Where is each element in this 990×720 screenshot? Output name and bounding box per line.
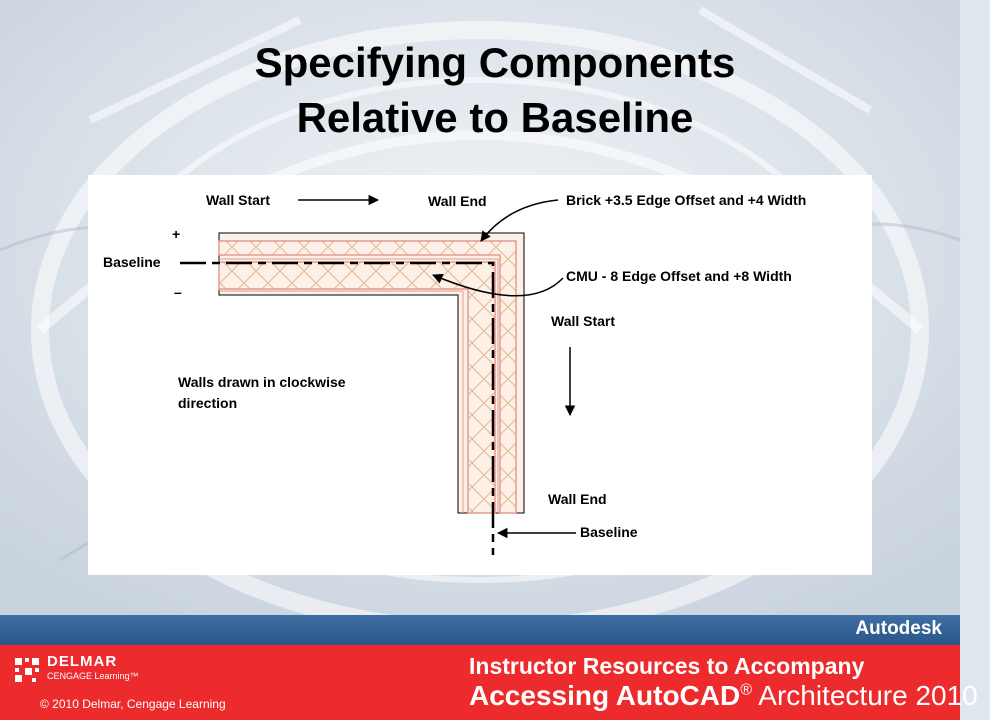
publisher-name: DELMAR — [47, 653, 118, 670]
walls-note-line1: Walls drawn in clockwise — [178, 374, 346, 390]
book-title-bold: Accessing AutoCAD — [469, 680, 741, 711]
delmar-logo-icon — [15, 658, 39, 682]
baseline-left-label: Baseline — [103, 254, 161, 270]
slide-title-line1: Specifying Components — [254, 39, 736, 86]
wall-baseline-diagram: Wall Start Wall End Brick +3.5 Edge Offs… — [88, 175, 872, 575]
minus-sign: – — [174, 284, 182, 300]
book-title-line1: Instructor Resources to Accompany — [469, 653, 865, 679]
wall-end-top-label: Wall End — [428, 193, 487, 209]
book-title-line2: Accessing AutoCAD® Architecture 2010 — [469, 680, 978, 712]
walls-note-line2: direction — [178, 395, 237, 411]
cmu-leader-arrow — [432, 273, 564, 297]
brick-layer — [218, 240, 517, 514]
footer-brand-bar — [0, 615, 960, 645]
autodesk-logo: Autodesk — [855, 618, 942, 639]
baseline-line — [180, 261, 495, 555]
wall-start-right-label: Wall Start — [551, 313, 615, 329]
plus-sign: + — [172, 226, 180, 242]
copyright-text: © 2010 Delmar, Cengage Learning — [40, 697, 226, 711]
slide-title-line2: Relative to Baseline — [296, 94, 694, 141]
book-title-rest: Architecture 2010 — [752, 680, 978, 711]
wall-start-top-label: Wall Start — [206, 192, 270, 208]
wall-end-bottom-label: Wall End — [548, 491, 607, 507]
footer-bar — [0, 645, 960, 720]
registered-mark: ® — [740, 681, 753, 699]
publisher-subtitle: CENGAGE Learning™ — [47, 671, 139, 681]
brick-leader-arrow — [480, 199, 559, 242]
brick-note-label: Brick +3.5 Edge Offset and +4 Width — [566, 192, 806, 208]
baseline-bottom-label: Baseline — [580, 524, 638, 540]
cmu-note-label: CMU - 8 Edge Offset and +8 Width — [566, 268, 792, 284]
